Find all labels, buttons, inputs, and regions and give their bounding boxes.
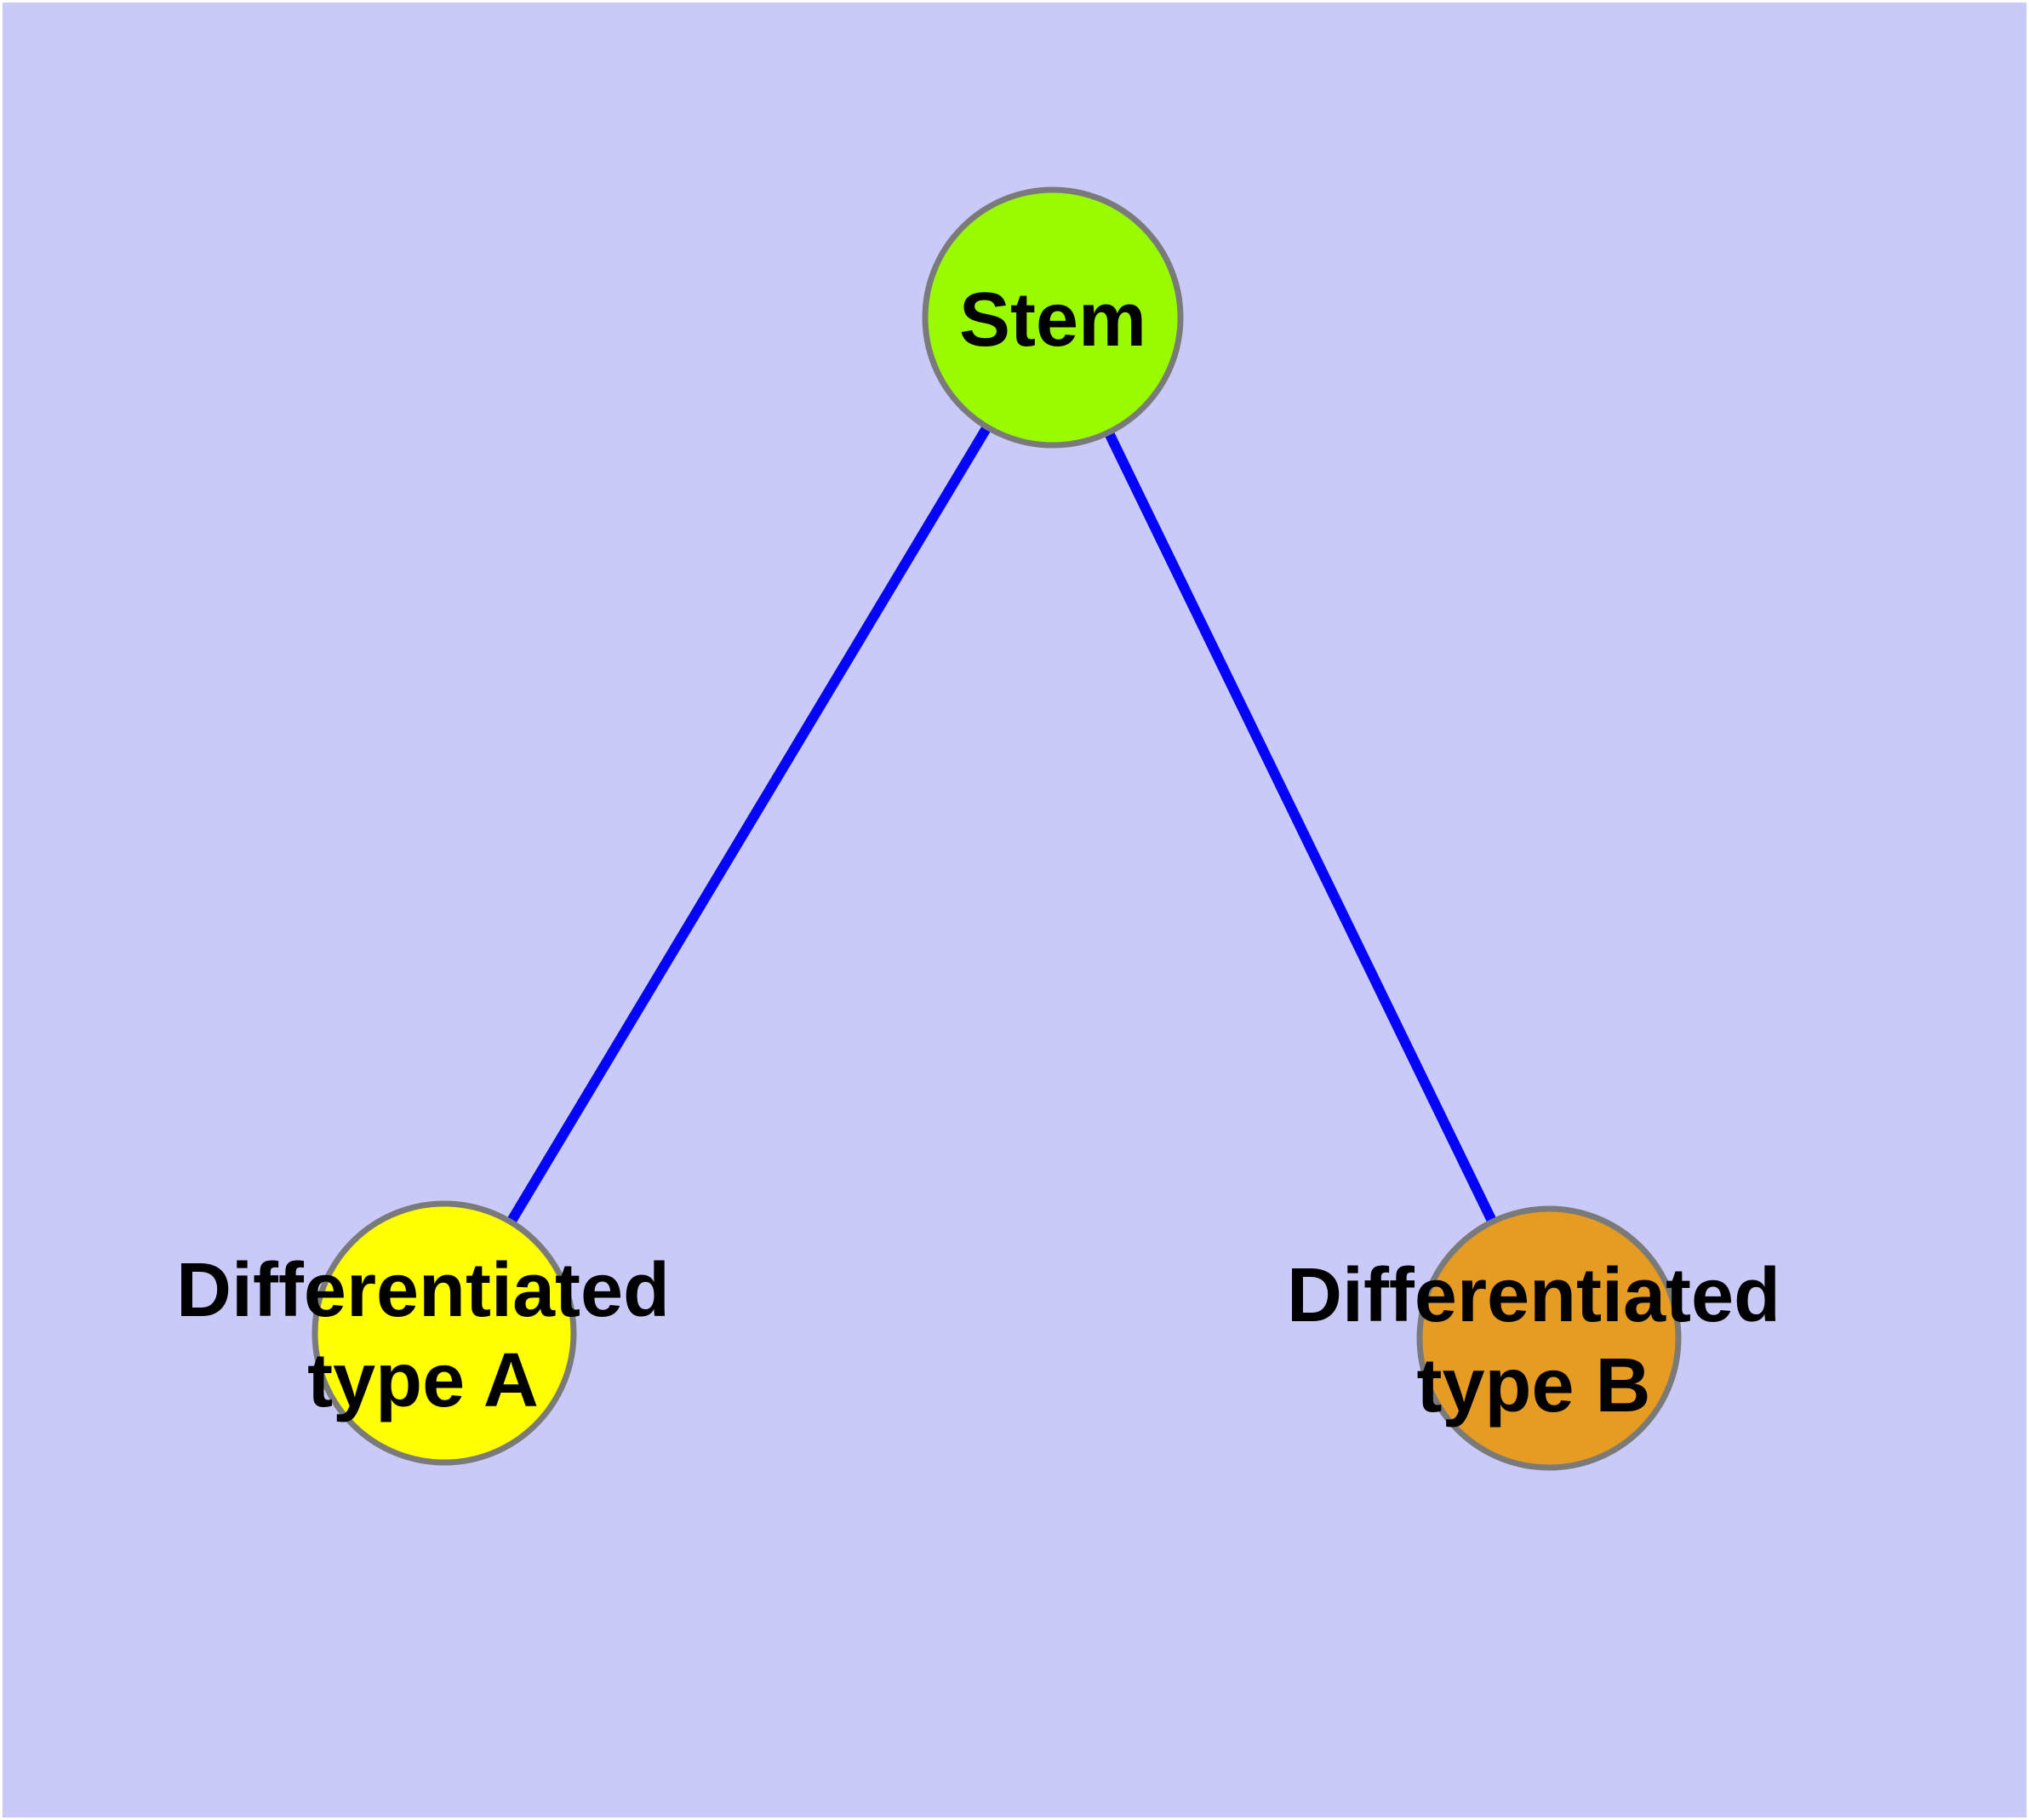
node-type-b-label-line1: Differentiated [1287, 1253, 1780, 1338]
node-stem-circle [922, 186, 1184, 449]
node-type-b-label-line2: type B [1416, 1343, 1650, 1428]
node-type-a-label-line2: type A [307, 1338, 539, 1423]
edge-stem-to-type-a [439, 312, 1058, 1338]
node-type-b-circle [1416, 1205, 1682, 1471]
node-stem-label: Stem [959, 278, 1146, 363]
node-type-a-circle [311, 1200, 577, 1466]
node-type-a-label-line1: Differentiated [176, 1248, 670, 1333]
edge-stem-to-type-b [1048, 312, 1554, 1343]
